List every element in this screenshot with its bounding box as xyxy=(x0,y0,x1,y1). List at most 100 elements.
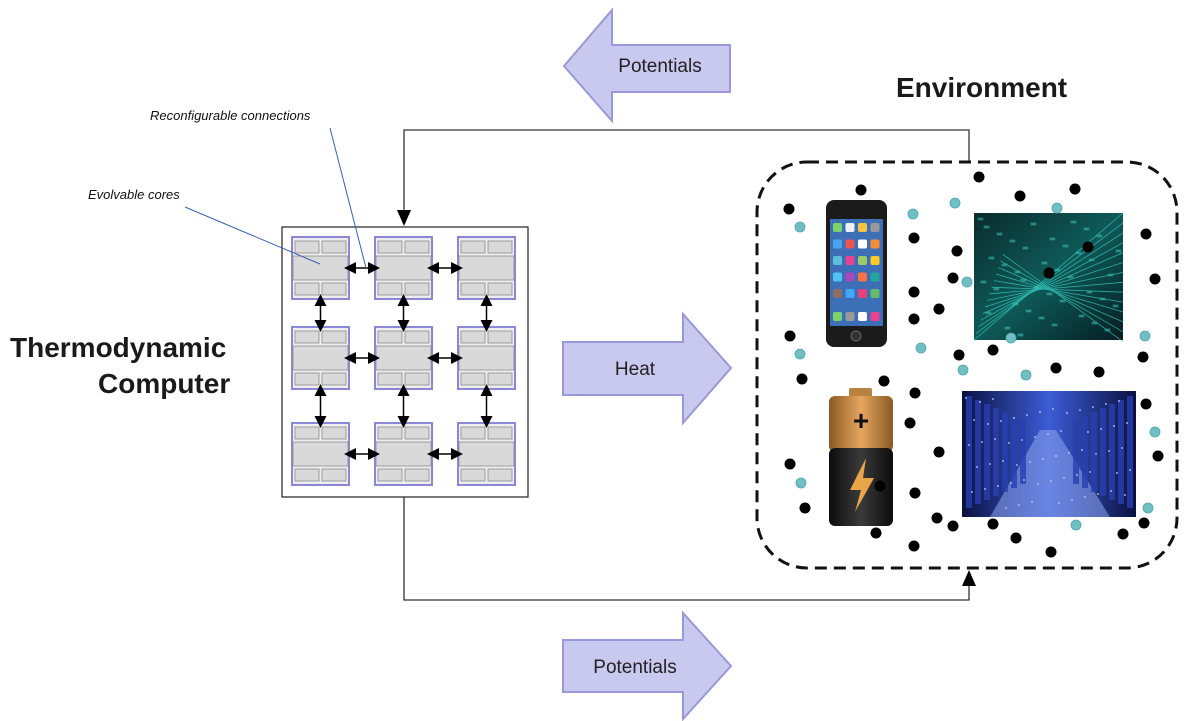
server-light xyxy=(1092,406,1094,408)
particle-black xyxy=(1082,241,1094,253)
particle-black xyxy=(933,446,945,458)
server-light xyxy=(1066,412,1068,414)
server-light xyxy=(976,466,978,468)
phone-app-icon xyxy=(870,239,880,249)
server-light xyxy=(1026,414,1028,416)
particle-black xyxy=(784,458,796,470)
binary-digit xyxy=(1086,290,1093,294)
reconfigurable-leader-line xyxy=(329,127,367,269)
binary-digit xyxy=(1051,323,1058,327)
server-light xyxy=(1037,483,1039,485)
binary-digit xyxy=(977,217,984,221)
phone-app-icon xyxy=(870,272,880,282)
environment-title: Environment xyxy=(896,72,1068,103)
phone-app-icon xyxy=(845,239,855,249)
particle-black xyxy=(1093,366,1105,378)
phone-app-icon xyxy=(833,256,842,265)
phone-app-icon xyxy=(870,289,880,298)
server-light xyxy=(1039,411,1041,413)
evolvable-leader-line xyxy=(184,206,321,265)
server-light xyxy=(1097,493,1099,495)
particle-teal xyxy=(907,208,919,220)
server-light xyxy=(1118,400,1120,402)
particle-black xyxy=(908,232,920,244)
binary-digit xyxy=(980,280,987,284)
phone-app-icon xyxy=(870,256,880,265)
server-rack-right xyxy=(1073,420,1079,484)
server-light xyxy=(979,401,981,403)
server-light xyxy=(1018,504,1020,506)
server-light xyxy=(1113,425,1115,427)
particle-teal xyxy=(1020,369,1032,381)
server-light xyxy=(1068,452,1070,454)
server-light xyxy=(1076,474,1078,476)
binary-streak xyxy=(989,281,1124,295)
battery-icon: + xyxy=(829,388,893,526)
server-rack-left xyxy=(984,404,990,500)
particle-teal xyxy=(794,221,806,233)
server-light xyxy=(1060,430,1062,432)
phone-app-icon xyxy=(870,223,880,232)
phone-app-icon xyxy=(845,272,855,282)
server-rack-left xyxy=(993,408,999,496)
particle-black xyxy=(1069,183,1081,195)
server-light xyxy=(1013,417,1015,419)
phone-app-icon xyxy=(833,223,842,232)
binary-digit xyxy=(1020,278,1027,282)
phone-app-icon xyxy=(833,239,842,249)
particle-black xyxy=(1137,351,1149,363)
binary-digit xyxy=(1096,234,1103,238)
core-0-2 xyxy=(457,236,516,300)
binary-streak xyxy=(1002,253,1124,343)
particle-black xyxy=(1045,546,1057,558)
heat-arrow: Heat xyxy=(562,311,733,426)
server-light xyxy=(968,444,970,446)
server-light xyxy=(1034,436,1036,438)
particle-black xyxy=(783,203,795,215)
binary-digit xyxy=(1070,220,1077,224)
binary-digit xyxy=(1041,261,1048,265)
server-rack-right xyxy=(1091,412,1097,492)
binary-digit xyxy=(1054,268,1061,272)
phone-dock-icon xyxy=(858,312,867,321)
particle-black xyxy=(953,349,965,361)
binary-digit xyxy=(1004,326,1011,330)
computer-title-line2: Computer xyxy=(98,368,231,399)
server-light xyxy=(1023,479,1025,481)
server-light xyxy=(989,463,991,465)
binary-digit xyxy=(1025,309,1032,313)
phone-dock-icon xyxy=(845,312,855,321)
particle-black xyxy=(1014,190,1026,202)
server-rack-right xyxy=(1127,396,1133,508)
server-light xyxy=(1100,428,1102,430)
server-light xyxy=(981,441,983,443)
particle-black xyxy=(908,286,920,298)
particle-black xyxy=(947,520,959,532)
phone-app-icon xyxy=(845,289,855,298)
particle-black xyxy=(1140,228,1152,240)
binary-digit xyxy=(1033,285,1040,289)
feedback-loop-bottom xyxy=(403,497,976,601)
particle-black xyxy=(947,272,959,284)
server-light xyxy=(1016,464,1018,466)
binary-streak xyxy=(978,232,1124,328)
server-light xyxy=(1105,403,1107,405)
binary-digit xyxy=(1030,222,1037,226)
particle-black xyxy=(987,344,999,356)
particle-black xyxy=(1050,362,1062,374)
core-0-1 xyxy=(374,236,433,300)
phone-dock-icon xyxy=(833,312,842,321)
binary-digit xyxy=(1078,314,1085,318)
reconfigurable-connections xyxy=(314,262,493,460)
svg-text:+: + xyxy=(853,405,869,436)
server-light xyxy=(1108,450,1110,452)
binary-streak xyxy=(982,252,1124,314)
particle-black xyxy=(1117,528,1129,540)
phone-app-icon xyxy=(833,289,842,298)
server-light xyxy=(994,438,996,440)
binary-digit xyxy=(1059,299,1066,303)
phone-icon xyxy=(826,200,887,347)
particle-teal xyxy=(949,197,961,209)
core-1-2 xyxy=(457,326,516,390)
